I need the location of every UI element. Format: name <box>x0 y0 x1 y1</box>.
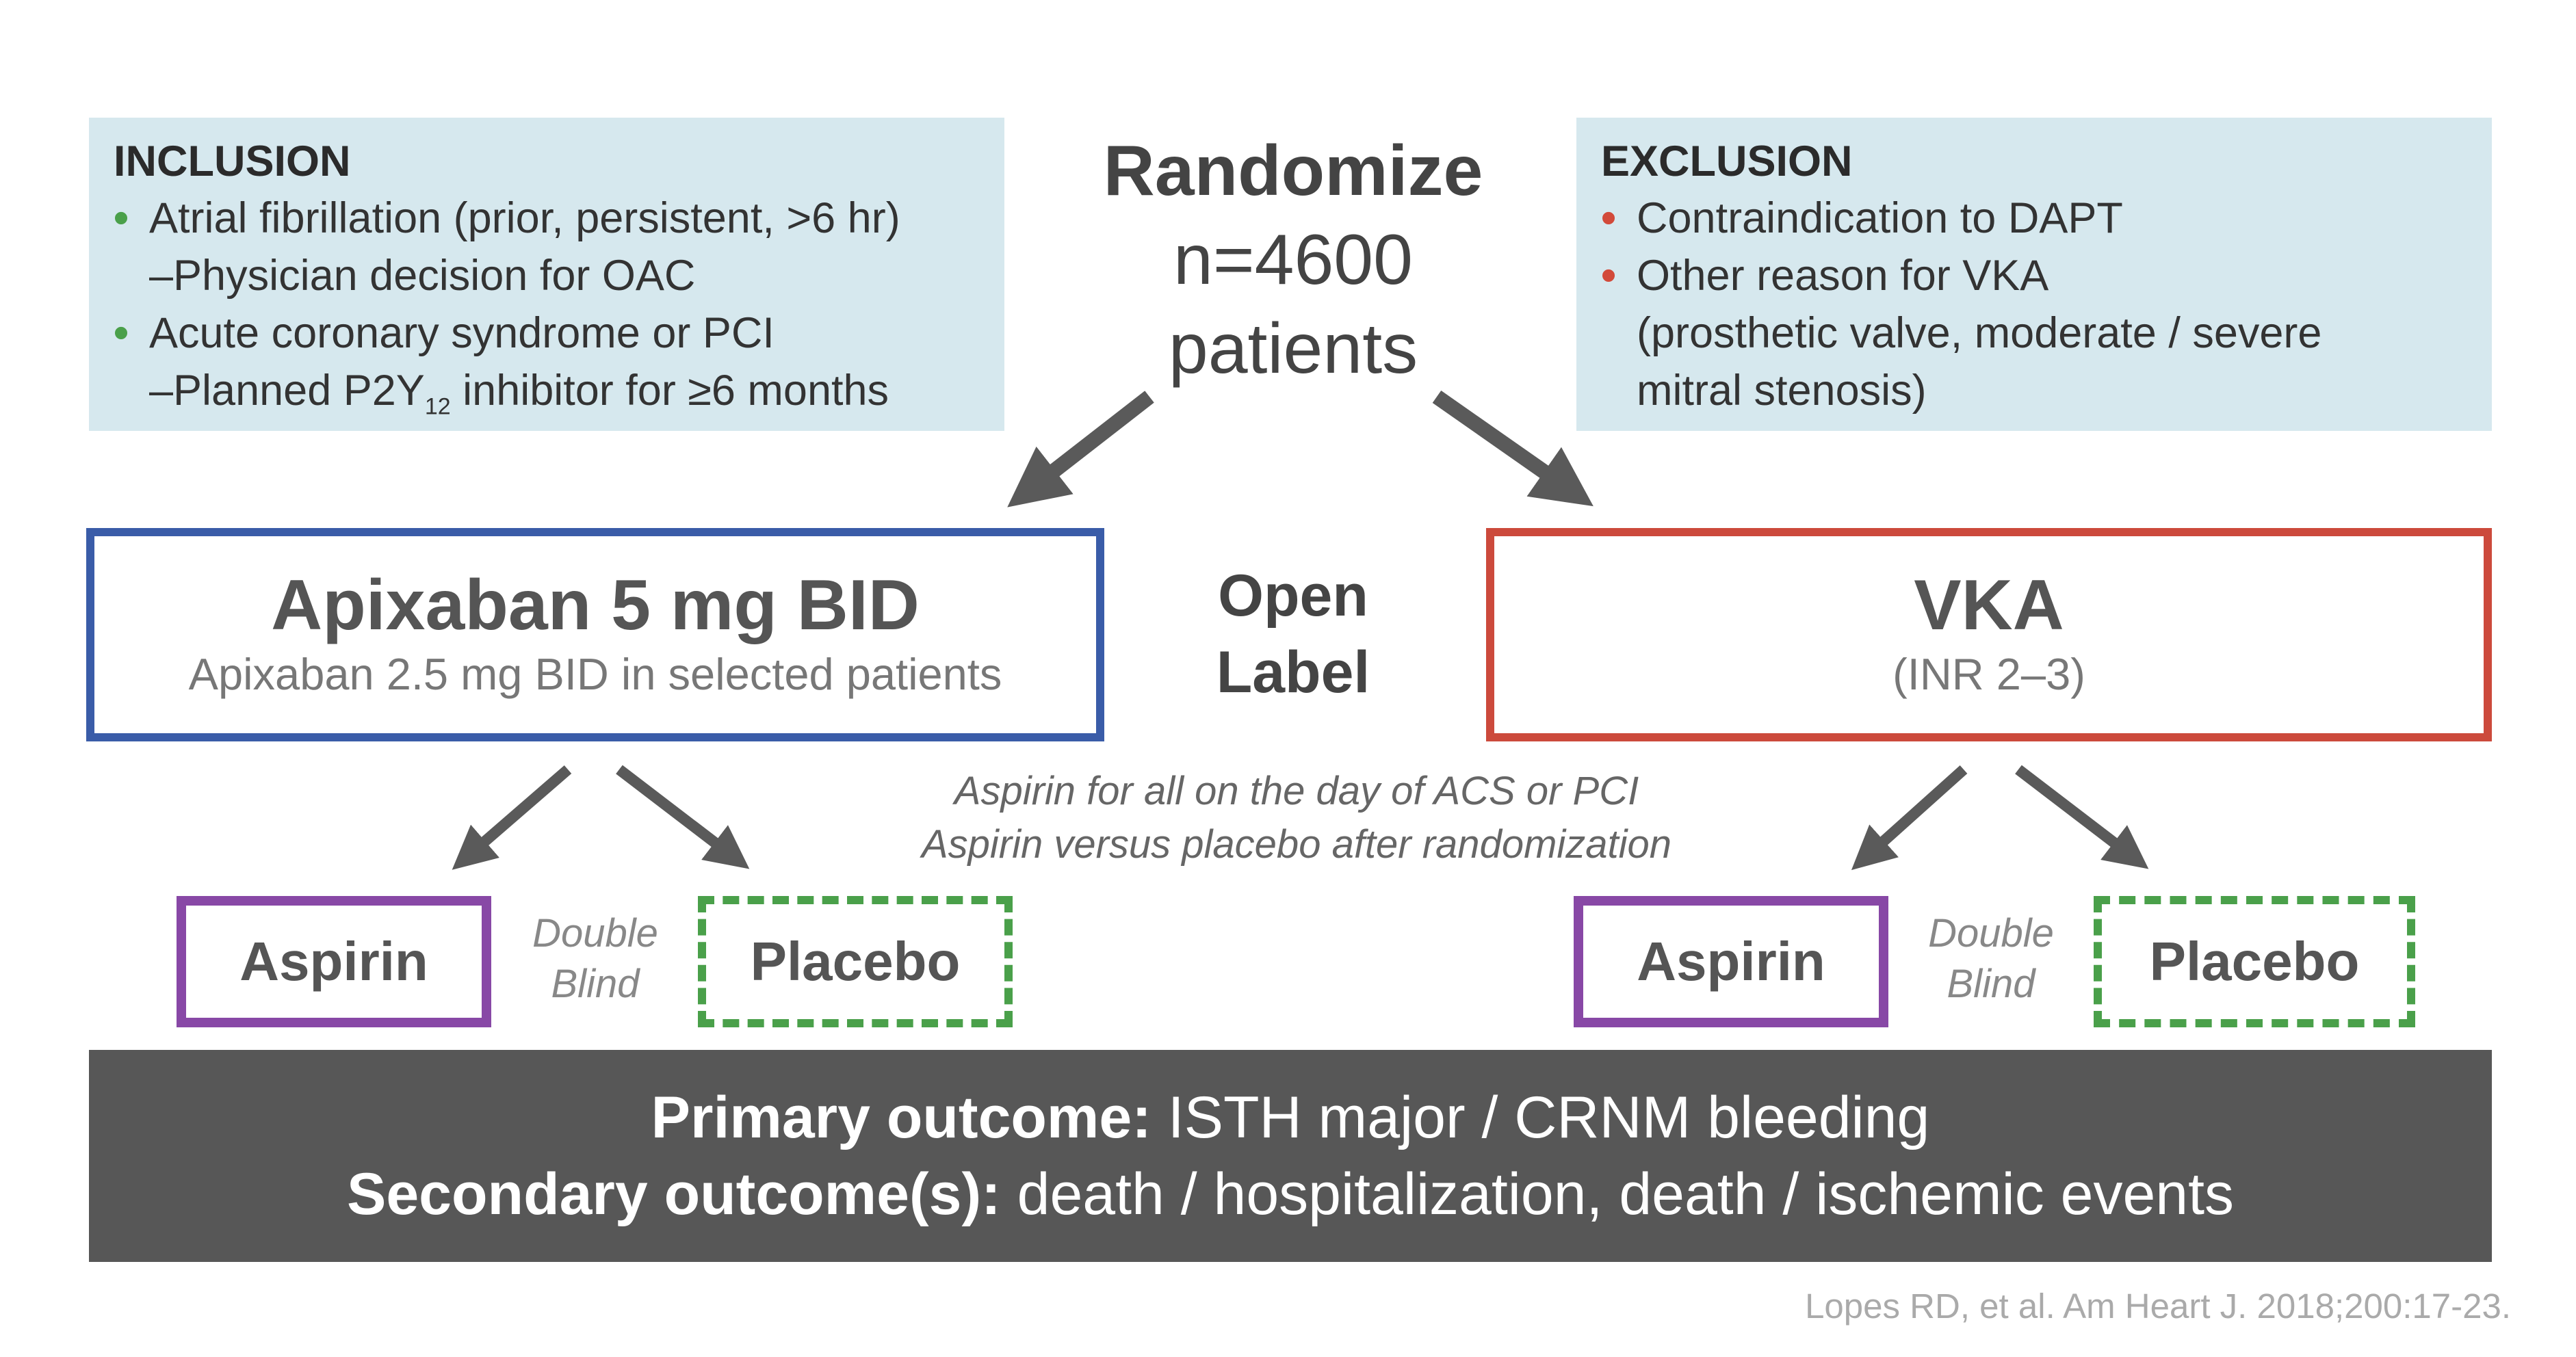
open-label-line2: Label <box>1216 640 1370 705</box>
inclusion-subitem: –Physician decision for OAC <box>149 252 696 300</box>
placebo-box-right: Placebo <box>2094 896 2415 1027</box>
aspirin-label: Aspirin <box>239 931 428 992</box>
double-blind-right: Double Blind <box>1902 908 2080 1010</box>
aspirin-note: Aspirin for all on the day of ACS or PCI… <box>821 765 1772 871</box>
arrow-vka-placebo <box>2015 765 2149 869</box>
inclusion-subitem-subscript: 12 <box>424 393 451 420</box>
primary-outcome-label: Primary outcome: <box>651 1085 1152 1150</box>
placebo-label: Placebo <box>750 931 961 992</box>
double-blind-left: Double Blind <box>506 908 684 1010</box>
apixaban-arm-title: Apixaban 5 mg BID <box>271 566 920 646</box>
bullet-icon: • <box>1601 252 1617 300</box>
double-blind-line1: Double <box>532 911 658 956</box>
secondary-outcome: Secondary outcome(s): death / hospitaliz… <box>89 1156 2492 1233</box>
inclusion-item: • Acute coronary syndrome or PCI <box>114 304 984 362</box>
aspirin-box-left: Aspirin <box>177 896 491 1027</box>
vka-arm-subtitle: (INR 2–3) <box>1892 648 2085 699</box>
outcome-band: Primary outcome: ISTH major / CRNM bleed… <box>89 1050 2492 1262</box>
arrow-apixaban-aspirin <box>452 765 572 870</box>
arrow-to-apixaban <box>1007 391 1154 508</box>
vka-arm-box: VKA (INR 2–3) <box>1486 528 2492 741</box>
apixaban-arm-box: Apixaban 5 mg BID Apixaban 2.5 mg BID in… <box>86 528 1104 741</box>
exclusion-item-text: Contraindication to DAPT <box>1637 194 2123 243</box>
aspirin-label: Aspirin <box>1637 931 1825 992</box>
inclusion-subitem: –Planned P2Y12 inhibitor for ≥6 months <box>114 362 984 436</box>
inclusion-subitem-prefix: –Planned P2Y <box>149 367 425 415</box>
arrow-to-vka <box>1432 390 1593 507</box>
arrow-apixaban-placebo <box>616 765 750 869</box>
randomize-block: Randomize n=4600 patients <box>1019 127 1567 393</box>
exclusion-title: EXCLUSION <box>1601 137 1853 185</box>
open-label: Open Label <box>1122 557 1464 711</box>
arrow-vka-aspirin <box>1851 765 1968 871</box>
double-blind-line1: Double <box>1928 911 2054 956</box>
randomize-unit: patients <box>1168 309 1418 388</box>
secondary-outcome-value: death / hospitalization, death / ischemi… <box>1000 1161 2234 1227</box>
aspirin-note-line2: Aspirin versus placebo after randomizati… <box>921 822 1672 867</box>
double-blind-line2: Blind <box>551 962 640 1006</box>
bullet-icon: • <box>114 309 129 358</box>
primary-outcome: Primary outcome: ISTH major / CRNM bleed… <box>89 1079 2492 1156</box>
apixaban-arm-subtitle: Apixaban 2.5 mg BID in selected patients <box>188 648 1002 699</box>
vka-arm-title: VKA <box>1914 566 2064 646</box>
inclusion-subitem-suffix: inhibitor for ≥6 months <box>450 367 889 415</box>
aspirin-note-line1: Aspirin for all on the day of ACS or PCI <box>954 769 1639 813</box>
double-blind-line2: Blind <box>1947 962 2035 1006</box>
exclusion-detail: (prosthetic valve, moderate / severe <box>1637 309 2322 358</box>
exclusion-item-text: Other reason for VKA <box>1637 252 2049 300</box>
bullet-icon: • <box>114 194 129 243</box>
exclusion-detail: mitral stenosis) <box>1637 367 1927 415</box>
bullet-icon: • <box>1601 194 1617 243</box>
exclusion-panel: EXCLUSION • Contraindication to DAPT • O… <box>1576 118 2492 431</box>
exclusion-item: • Other reason for VKA <box>1601 247 2471 304</box>
placebo-box-left: Placebo <box>698 896 1013 1027</box>
inclusion-panel: INCLUSION • Atrial fibrillation (prior, … <box>89 118 1004 431</box>
randomize-title: Randomize <box>1103 131 1483 211</box>
exclusion-item: • Contraindication to DAPT <box>1601 189 2471 247</box>
open-label-line1: Open <box>1218 563 1368 629</box>
aspirin-box-right: Aspirin <box>1574 896 1888 1027</box>
inclusion-item-text: Atrial fibrillation (prior, persistent, … <box>149 194 900 243</box>
placebo-label: Placebo <box>2149 931 2360 992</box>
randomize-count: n=4600 <box>1173 220 1413 300</box>
inclusion-item-text: Acute coronary syndrome or PCI <box>149 309 775 358</box>
inclusion-item: • Atrial fibrillation (prior, persistent… <box>114 189 984 247</box>
secondary-outcome-label: Secondary outcome(s): <box>346 1161 1001 1227</box>
citation: Lopes RD, et al. Am Heart J. 2018;200:17… <box>1805 1287 2511 1326</box>
primary-outcome-value: ISTH major / CRNM bleeding <box>1151 1085 1930 1150</box>
inclusion-title: INCLUSION <box>114 137 351 185</box>
